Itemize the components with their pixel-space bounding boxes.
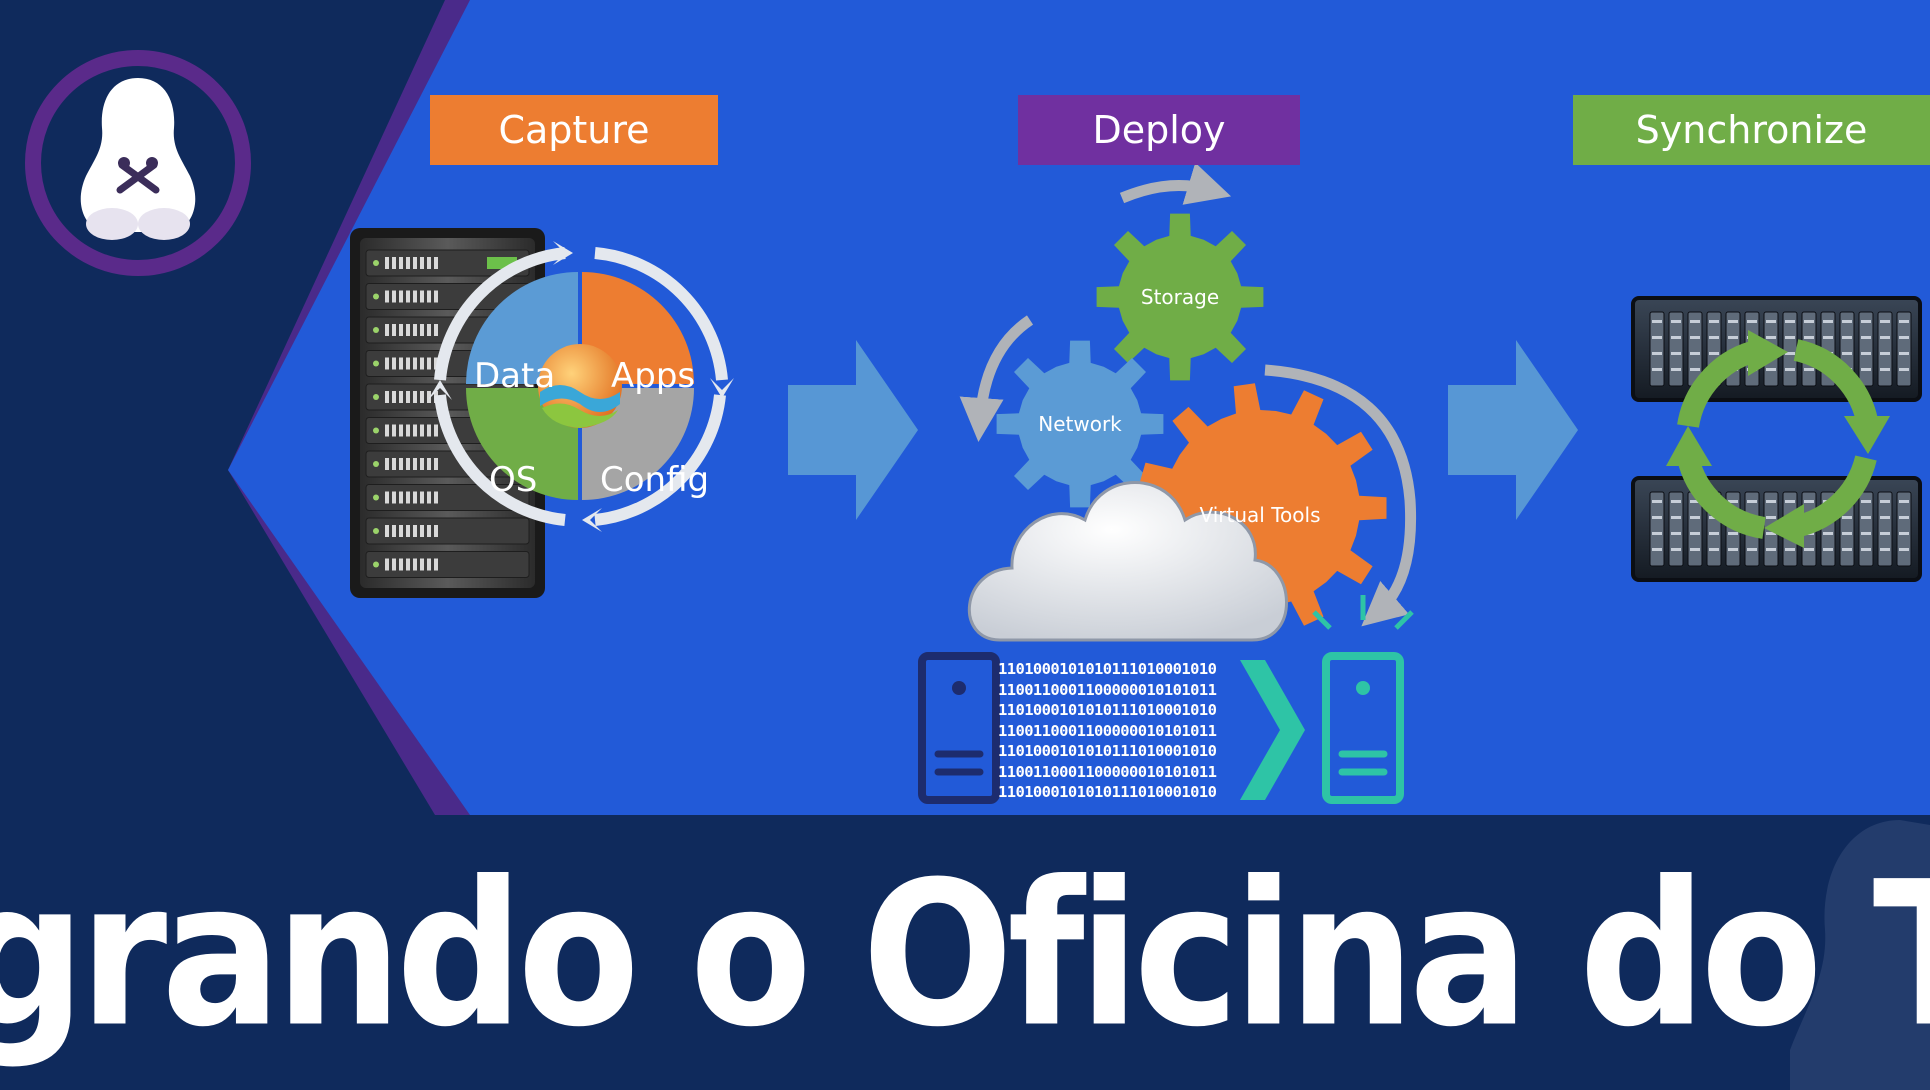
cycle-arrow-icon bbox=[1119, 162, 1232, 205]
stage-capture-label: Capture bbox=[430, 95, 718, 165]
cycle-arrow-icon bbox=[959, 315, 1034, 442]
colored-sphere-icon bbox=[538, 344, 622, 428]
cycle-arrow-icon bbox=[1264, 364, 1417, 627]
quadrant-apps bbox=[582, 272, 694, 384]
quadrant-config-label: Config bbox=[600, 460, 710, 500]
logo bbox=[25, 50, 251, 276]
recycle-arrows-icon bbox=[1666, 330, 1890, 548]
capture-cycle bbox=[428, 241, 734, 532]
flow-arrow-icon bbox=[1448, 340, 1578, 520]
gear-network-label: Network bbox=[1038, 412, 1122, 436]
flow-arrow-icon bbox=[788, 340, 918, 520]
data-transfer-arrow-icon bbox=[1240, 660, 1305, 800]
gear-storage-label: Storage bbox=[1140, 285, 1220, 309]
tux-watermark-icon bbox=[1790, 820, 1930, 1090]
server-tower-icon bbox=[918, 652, 1000, 804]
stage-deploy-label: Deploy bbox=[1018, 95, 1300, 165]
quadrant-data-label: Data bbox=[474, 356, 556, 396]
quadrant-data bbox=[466, 272, 578, 384]
quadrant-apps-label: Apps bbox=[611, 356, 696, 396]
gear-virtual-tools-label: Virtual Tools bbox=[1199, 503, 1321, 527]
gear-network-icon bbox=[996, 340, 1164, 508]
binary-stream: 1101000101010111010001010 11001100011000… bbox=[998, 660, 1217, 801]
server-tower-icon bbox=[1312, 595, 1414, 804]
gear-storage-icon bbox=[1096, 213, 1264, 381]
tux-penguin-tools-icon bbox=[80, 78, 196, 240]
stage-synchronize-label: Synchronize bbox=[1573, 95, 1930, 165]
cloud-icon bbox=[967, 481, 1288, 642]
quadrant-os-label: OS bbox=[489, 460, 538, 500]
headline-title: Migrando o Oficina do Tux bbox=[0, 838, 1930, 1070]
